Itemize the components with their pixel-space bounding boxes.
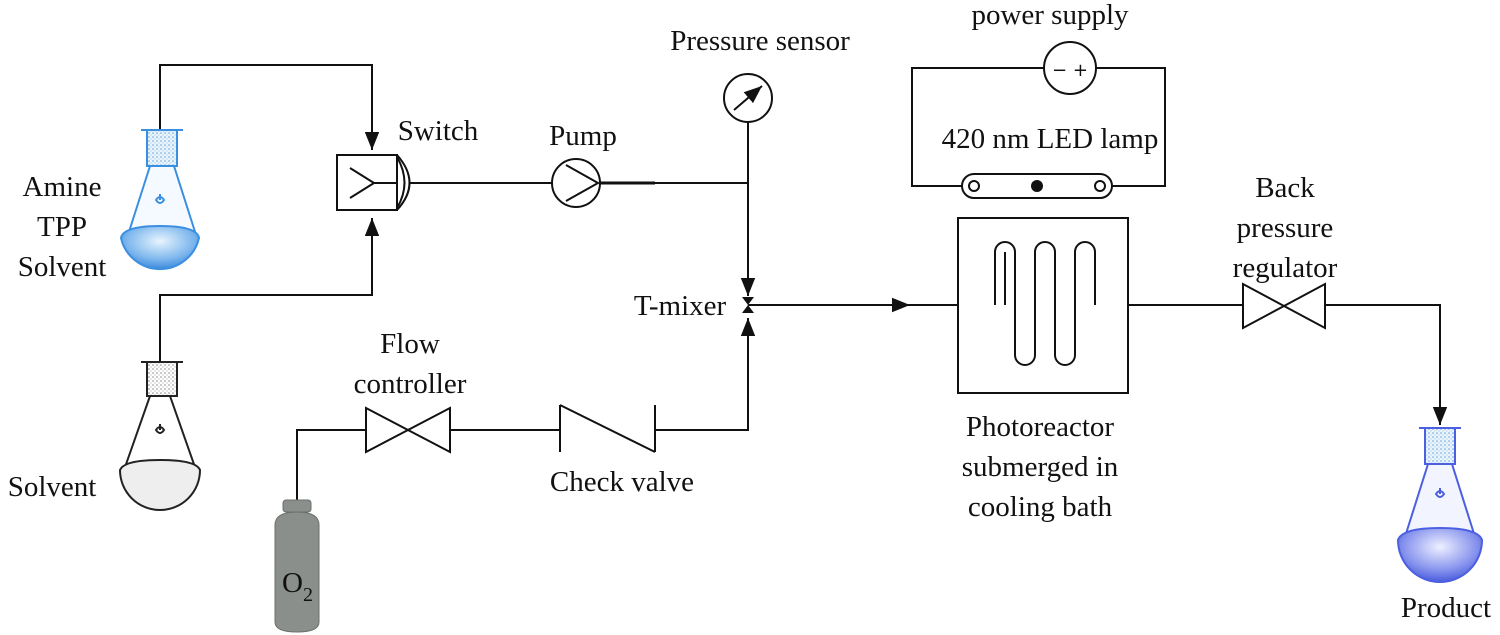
solvent-flask-icon bbox=[118, 361, 202, 511]
label-amine: Amine bbox=[23, 171, 102, 203]
label-tpp: TPP bbox=[37, 211, 87, 243]
check-valve-icon bbox=[559, 404, 656, 453]
label-amine-solvent: Solvent bbox=[18, 251, 107, 283]
label-controller: controller bbox=[354, 368, 467, 400]
label-o2: O2 bbox=[282, 567, 313, 606]
label-product: Product bbox=[1401, 592, 1491, 624]
label-pressure: pressure bbox=[1237, 212, 1334, 244]
t-mixer-icon bbox=[742, 297, 754, 313]
label-power-polarity: − + bbox=[1052, 60, 1088, 81]
tubing bbox=[159, 64, 1448, 500]
flow-controller-icon bbox=[365, 406, 451, 454]
label-pressure-sensor: Pressure sensor bbox=[670, 25, 850, 57]
pump-icon bbox=[551, 158, 601, 208]
label-back: Back bbox=[1255, 172, 1315, 204]
labels: Amine TPP Solvent Solvent Switch Pump Pr… bbox=[8, 0, 1491, 624]
label-solvent: Solvent bbox=[8, 471, 97, 503]
led-circuit bbox=[911, 41, 1166, 199]
label-photoreactor: Photoreactor bbox=[966, 411, 1115, 443]
oxygen-cylinder-icon bbox=[274, 499, 320, 633]
product-flask-icon bbox=[1396, 427, 1484, 583]
label-power-supply: power supply bbox=[971, 0, 1129, 31]
label-led-lamp: 420 nm LED lamp bbox=[942, 123, 1159, 155]
label-pump: Pump bbox=[549, 120, 617, 152]
label-submerged: submerged in bbox=[962, 451, 1119, 483]
photoreactor-icon bbox=[957, 217, 1129, 394]
label-regulator: regulator bbox=[1233, 252, 1338, 284]
label-switch: Switch bbox=[398, 115, 479, 147]
label-flow: Flow bbox=[380, 328, 440, 360]
amine-flask-icon bbox=[119, 129, 201, 271]
label-check-valve: Check valve bbox=[550, 466, 694, 498]
label-t-mixer: T-mixer bbox=[634, 290, 727, 322]
label-cooling-bath: cooling bath bbox=[968, 491, 1113, 523]
pressure-gauge-icon bbox=[723, 73, 773, 123]
switch-valve-icon bbox=[336, 154, 411, 211]
back-pressure-regulator-icon bbox=[1242, 282, 1326, 330]
